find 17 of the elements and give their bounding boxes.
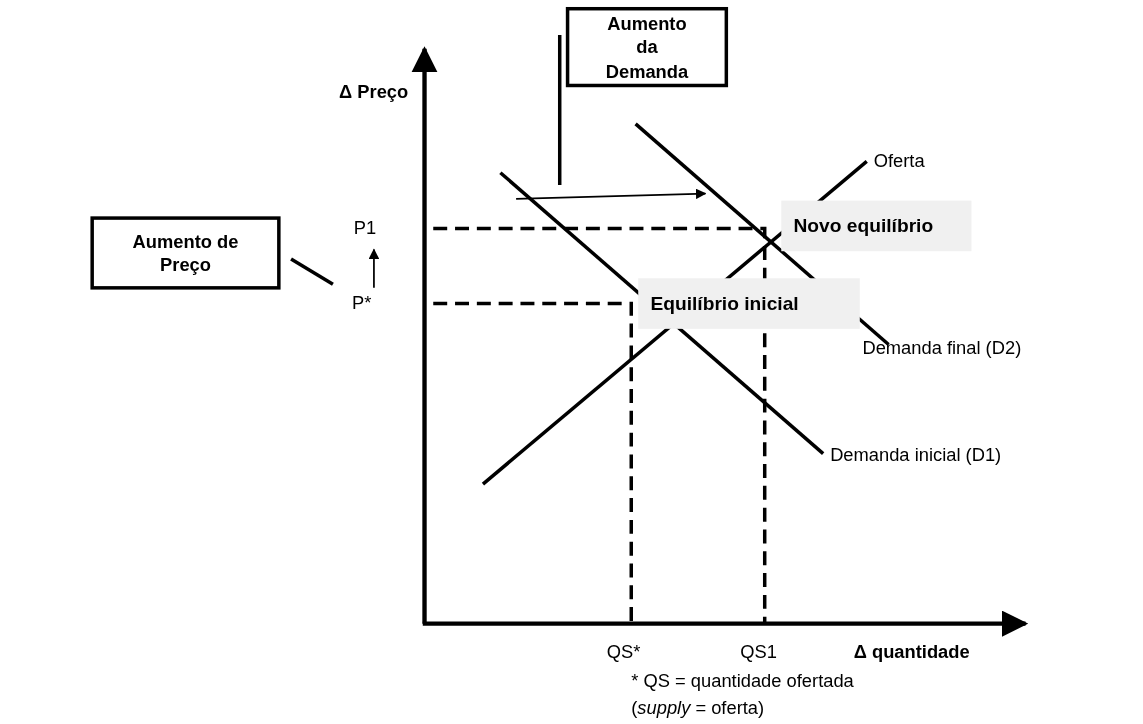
footnote: * QS = quantidade ofertada bbox=[631, 669, 854, 692]
callout-box: Aumento de Preço bbox=[90, 216, 281, 290]
footnote: (supply = oferta) bbox=[631, 696, 765, 719]
axis-title: Δ quantidade bbox=[853, 640, 970, 663]
axis-tick-label: QS* bbox=[606, 640, 641, 663]
equilibrium-label: Novo equilíbrio bbox=[781, 200, 972, 252]
leader-line bbox=[557, 34, 562, 185]
equilibrium-label: Equilíbrio inicial bbox=[638, 278, 860, 329]
axis-tick-label: P* bbox=[352, 291, 372, 314]
axis-tick-label: QS1 bbox=[740, 640, 777, 663]
callout-box: Aumento da Demanda bbox=[565, 7, 729, 88]
leader-line bbox=[290, 257, 334, 286]
axis-tick-label: P1 bbox=[353, 216, 377, 239]
curve-label: Demanda final (D2) bbox=[862, 336, 1022, 359]
axis-title: Δ Preço bbox=[339, 80, 409, 103]
curve-label: Oferta bbox=[873, 150, 925, 172]
curve-label: Demanda inicial (D1) bbox=[830, 444, 1002, 466]
